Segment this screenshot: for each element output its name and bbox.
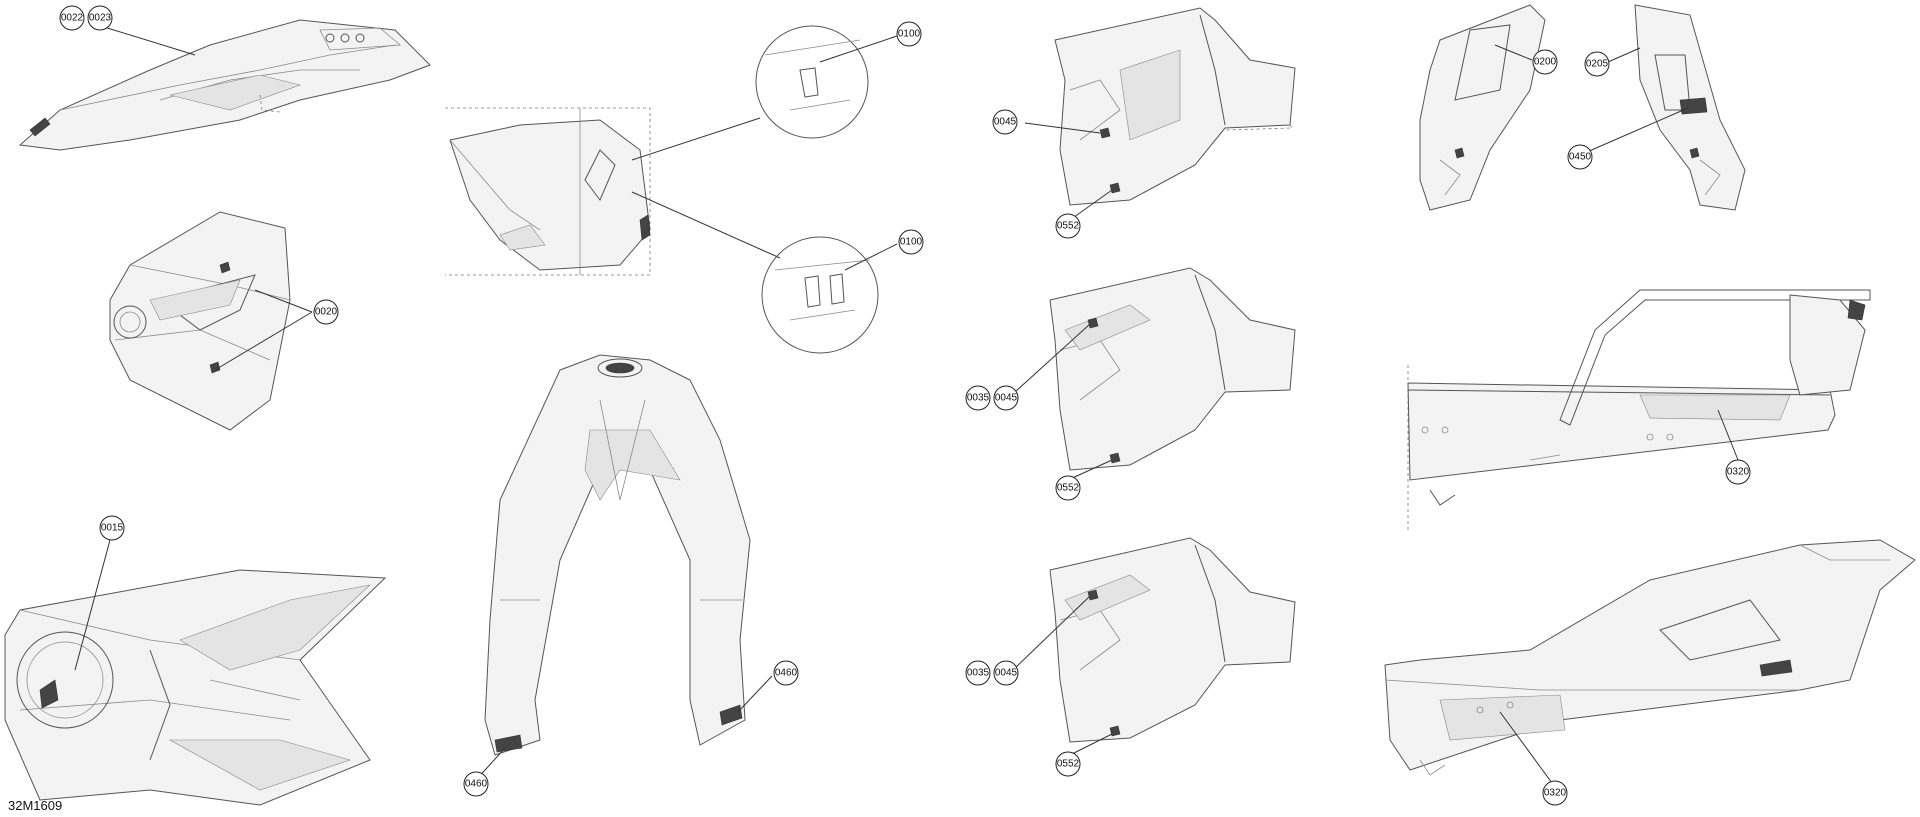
callout-label: 0205: [1586, 59, 1609, 70]
callout-0022: 0022: [59, 5, 85, 31]
leader-0460b: [737, 675, 773, 713]
leader-0205: [1607, 47, 1641, 63]
floor-pan-part: [1384, 539, 1916, 776]
leader-0552b: [1067, 459, 1113, 481]
callout-0023: 0023: [87, 5, 113, 31]
callout-0460-left: 0460: [463, 771, 489, 797]
callout-label: 0320: [1544, 788, 1567, 799]
leader-0450: [1586, 107, 1689, 153]
leader-0045c: [1014, 595, 1091, 669]
callout-label: 0015: [101, 523, 124, 534]
detail-inset: [445, 107, 651, 276]
callout-0100-lower: 0100: [898, 229, 924, 255]
callout-label: 0552: [1057, 759, 1080, 770]
leader-0100a: [819, 35, 898, 63]
leader-detail: [631, 117, 761, 161]
leader-0320b: [1499, 711, 1553, 784]
callout-label: 0045: [995, 668, 1018, 679]
rear-panel-left: [1419, 4, 1546, 211]
leader-0552c: [1067, 733, 1113, 757]
callout-0552-a: 0552: [1055, 213, 1081, 239]
drawing-number: 32M1609: [8, 798, 63, 813]
callout-0045-c: 0045: [993, 660, 1019, 686]
large-fascia-part: [4, 569, 387, 806]
leader-0045b: [1014, 323, 1091, 393]
callout-0552-b: 0552: [1055, 475, 1081, 501]
callout-0320-b: 0320: [1542, 780, 1568, 806]
rear-panel-right: [1634, 4, 1746, 211]
leader-0020b: [214, 311, 313, 371]
callout-0205: 0205: [1584, 51, 1610, 77]
callout-0045-b: 0045: [993, 385, 1019, 411]
callout-label: 0450: [1569, 152, 1592, 163]
callout-label: 0100: [898, 29, 921, 40]
callout-label: 0552: [1057, 221, 1080, 232]
magnifier-lower: [761, 236, 879, 354]
callout-0015: 0015: [99, 515, 125, 541]
side-panel-2: [1049, 267, 1296, 471]
callout-label: 0035: [967, 668, 990, 679]
callout-0100-upper: 0100: [896, 21, 922, 47]
callout-label: 0320: [1727, 467, 1750, 478]
callout-label: 0022: [61, 13, 84, 24]
magnifier-upper: [755, 25, 869, 139]
callout-0552-c: 0552: [1055, 751, 1081, 777]
side-panel-1: [1054, 7, 1296, 206]
callout-label: 0460: [775, 668, 798, 679]
hood-part: [18, 19, 431, 151]
callout-0320-a: 0320: [1725, 459, 1751, 485]
callout-0035-c: 0035: [965, 660, 991, 686]
leader-0045a: [1024, 122, 1101, 134]
leader-0015: [74, 539, 111, 671]
callout-label: 0200: [1534, 57, 1557, 68]
front-fascia-part: [109, 211, 291, 431]
leader-0552a: [1069, 189, 1113, 221]
leader-0100b: [844, 243, 898, 271]
callout-0035-b: 0035: [965, 385, 991, 411]
leader-0020: [254, 289, 313, 313]
u-panel-part: [484, 354, 751, 756]
leader-0200: [1494, 44, 1533, 61]
callout-0020: 0020: [313, 299, 339, 325]
leader-0320a: [1717, 409, 1739, 461]
callout-0045-a: 0045: [992, 109, 1018, 135]
callout-label: 0460: [465, 779, 488, 790]
callout-label: 0045: [995, 393, 1018, 404]
leader-detail-b: [631, 191, 781, 259]
side-panel-3: [1049, 537, 1296, 743]
callout-label: 0023: [89, 13, 112, 24]
callout-label: 0020: [315, 307, 338, 318]
callout-0450: 0450: [1567, 144, 1593, 170]
rocker-rail-part: [1407, 289, 1871, 530]
callout-label: 0045: [994, 117, 1017, 128]
callout-0460-right: 0460: [773, 660, 799, 686]
callout-label: 0552: [1057, 483, 1080, 494]
callout-label: 0100: [900, 237, 923, 248]
callout-label: 0035: [967, 393, 990, 404]
callout-0200: 0200: [1532, 49, 1558, 75]
